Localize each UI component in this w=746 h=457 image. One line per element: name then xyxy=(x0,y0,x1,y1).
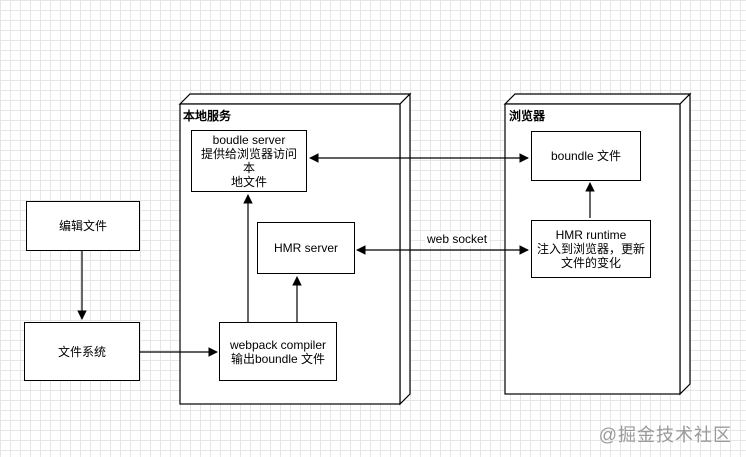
web-socket-label: web socket xyxy=(425,232,490,246)
boudle-server-node: boudle server 提供给浏览器访问本 地文件 xyxy=(191,130,307,192)
local-service-title: 本地服务 xyxy=(183,109,232,123)
file-system-node: 文件系统 xyxy=(24,322,140,381)
edit-file-node: 编辑文件 xyxy=(26,201,140,251)
browser-title: 浏览器 xyxy=(509,109,546,123)
webpack-compiler-node: webpack compiler 输出boundle 文件 xyxy=(219,322,337,381)
watermark: @掘金技术社区 xyxy=(598,425,732,445)
boundle-file-node: boundle 文件 xyxy=(531,131,641,181)
hmr-runtime-node: HMR runtime 注入到浏览器，更新 文件的变化 xyxy=(531,220,651,278)
hmr-server-node: HMR server xyxy=(257,222,355,274)
